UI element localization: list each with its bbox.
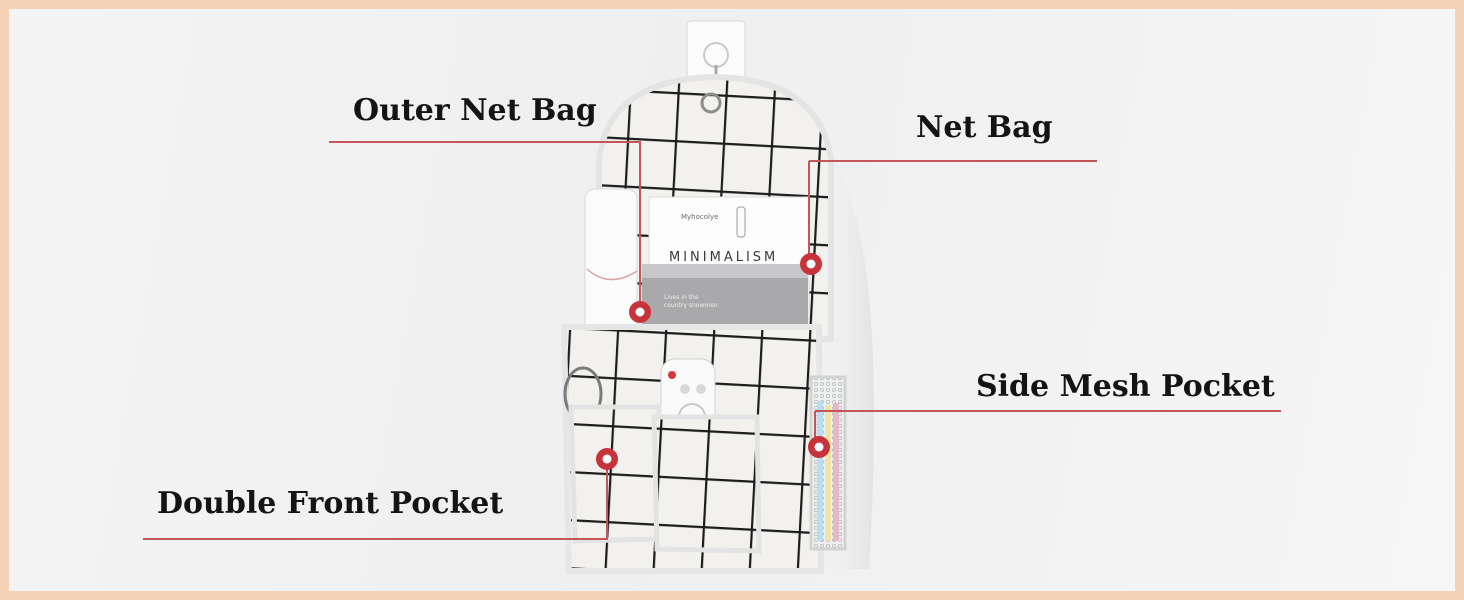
front-pocket-left	[568, 404, 662, 544]
callout-dot-outer-net-bag	[629, 301, 651, 323]
label-net-bag: Net Bag	[916, 110, 1053, 145]
bag-contents: Myhocolye MINIMALISM Lives in the countr…	[584, 188, 810, 340]
storage-bag-illustration: Myhocolye MINIMALISM Lives in the countr…	[560, 20, 874, 574]
label-side-mesh-pocket: Side Mesh Pocket	[976, 369, 1275, 404]
label-double-front-pocket: Double Front Pocket	[157, 486, 504, 521]
side-mesh-pocket-art	[809, 375, 847, 551]
callout-line-net-bag	[809, 160, 1097, 162]
callout-dot-double-front-pocket	[596, 448, 618, 470]
product-photo-frame: Myhocolye MINIMALISM Lives in the countr…	[9, 9, 1455, 591]
svg-text:MINIMALISM: MINIMALISM	[669, 250, 778, 265]
metal-ring	[700, 92, 722, 114]
callout-dot-net-bag	[800, 253, 822, 275]
svg-text:Lives in the: Lives in the	[664, 294, 699, 301]
label-outer-net-bag: Outer Net Bag	[353, 93, 597, 128]
front-pocket-right	[651, 414, 762, 554]
callout-line-side-mesh-pocket	[815, 410, 1281, 412]
svg-text:country snowmen: country snowmen	[664, 302, 718, 309]
callout-line-double-front-pocket	[143, 538, 608, 540]
callout-line-outer-net-bag	[329, 141, 641, 143]
svg-text:Myhocolye: Myhocolye	[681, 213, 718, 221]
callout-dot-side-mesh-pocket	[808, 436, 830, 458]
